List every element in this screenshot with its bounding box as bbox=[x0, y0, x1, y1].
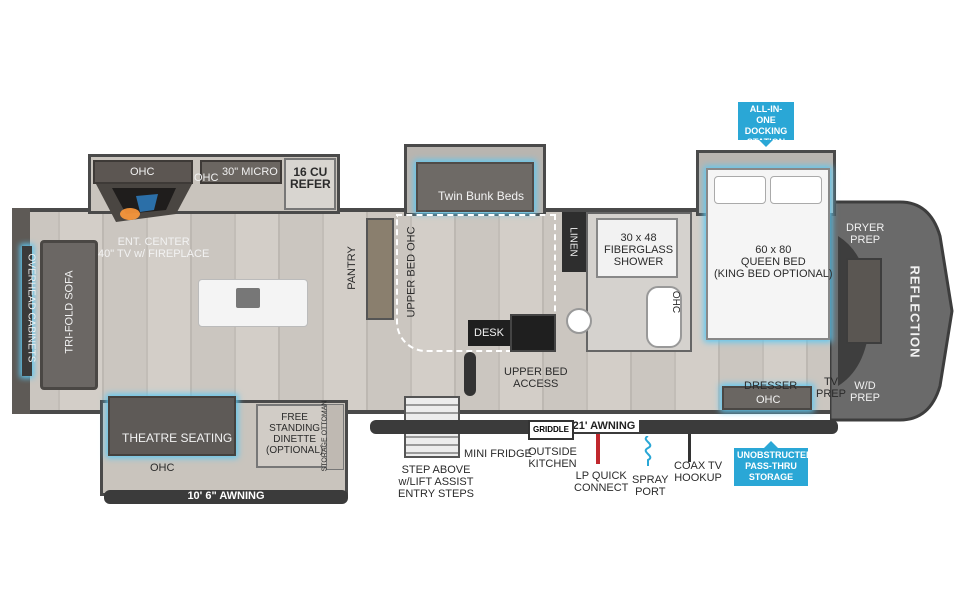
wd-prep-label: W/D PREP bbox=[850, 380, 880, 404]
upper-bed-access-label: UPPER BED ACCESS bbox=[504, 366, 568, 390]
theatre-seats bbox=[108, 396, 236, 456]
dinette-label: FREE STANDING DINETTE (OPTIONAL) bbox=[266, 412, 324, 456]
entry-door bbox=[464, 352, 476, 396]
spray-port-label: SPRAY PORT bbox=[632, 474, 669, 498]
twin-bunk-beds-label: Twin Bunk Beds bbox=[438, 189, 525, 203]
micro-label: 30" MICRO bbox=[222, 166, 278, 178]
dresser bbox=[722, 386, 812, 410]
pass-thru-storage-callout: UNOBSTRUCTED PASS-THRU STORAGE bbox=[734, 448, 813, 486]
spray-hose-icon bbox=[644, 436, 652, 466]
vanity-sink bbox=[646, 286, 682, 348]
sofa bbox=[40, 240, 98, 390]
ohc-top-cabinet bbox=[93, 160, 193, 184]
ohc-bath-label: OHC bbox=[670, 290, 682, 314]
lp-connector-icon bbox=[596, 434, 600, 464]
overhead-cabinets-label: OVERHEAD CABINETS bbox=[25, 253, 37, 363]
lp-quick-connect-label: LP QUICK CONNECT bbox=[574, 470, 629, 494]
sink-icon bbox=[236, 288, 260, 308]
griddle-label: GRIDDLE bbox=[533, 425, 569, 434]
brand-logo-text: REFLECTION bbox=[907, 265, 923, 359]
front-closet bbox=[846, 258, 882, 344]
linen-closet bbox=[562, 212, 586, 272]
ohc-top-label: OHC bbox=[130, 166, 155, 178]
step-label: STEP ABOVE w/LIFT ASSIST ENTRY STEPS bbox=[398, 464, 475, 500]
desk bbox=[468, 320, 512, 346]
coax-tv-label: COAX TV HOOKUP bbox=[674, 460, 723, 484]
refer-box bbox=[284, 158, 336, 210]
pantry-label: PANTRY bbox=[345, 246, 358, 290]
queen-bed-label: 60 x 80 QUEEN BED (KING BED OPTIONAL) bbox=[714, 244, 833, 280]
pass-thru-storage-pin bbox=[764, 441, 778, 448]
mini-fridge-label: MINI FRIDGE bbox=[464, 448, 532, 460]
theatre-seating-label: THEATRE SEATING bbox=[122, 431, 233, 445]
dresser-label: DRESSER bbox=[744, 380, 798, 392]
ohc-top2-label: OHC bbox=[194, 172, 219, 184]
docking-station-callout: ALL-IN-ONE DOCKING STATION bbox=[738, 102, 794, 147]
upper-bed-area bbox=[396, 214, 556, 352]
pillow-right bbox=[770, 176, 822, 204]
desk-label: DESK bbox=[474, 327, 504, 339]
refer-label: 16 CU REFER bbox=[290, 165, 331, 191]
outside-kitchen-label: OUTSIDE KITCHEN bbox=[528, 446, 577, 470]
docking-station-pin bbox=[759, 140, 773, 147]
tv-prep-label: TV PREP bbox=[816, 376, 846, 400]
shower-label: 30 x 48 FIBERGLASS SHOWER bbox=[604, 232, 674, 268]
toilet-icon bbox=[566, 308, 592, 334]
ent-center-label: ENT. CENTER 40" TV w/ FIREPLACE bbox=[98, 236, 210, 260]
tri-fold-sofa-label: TRI-FOLD SOFA bbox=[63, 270, 76, 354]
ohc-theatre-label: OHC bbox=[150, 462, 175, 474]
upper-bed-ohc-label: UPPER BED OHC bbox=[405, 226, 418, 318]
ottoman bbox=[326, 404, 344, 470]
ohc-dresser-label: OHC bbox=[756, 394, 781, 406]
range-area bbox=[200, 160, 282, 184]
coax-cable-icon bbox=[688, 434, 691, 462]
overhead-cabinets-strip bbox=[22, 246, 32, 376]
griddle: GRIDDLE bbox=[528, 420, 574, 440]
bookshelf bbox=[510, 314, 556, 352]
pantry-shelves bbox=[366, 218, 394, 320]
bunk-bed bbox=[416, 162, 534, 212]
ent-center-tv bbox=[96, 184, 192, 222]
shower-box bbox=[596, 218, 678, 278]
awning-rear-label: 10' 6" AWNING bbox=[187, 490, 265, 502]
awning-rear: 10' 6" AWNING bbox=[104, 490, 348, 504]
linen-label: LINEN bbox=[567, 227, 579, 257]
dryer-prep-label: DRYER PREP bbox=[846, 222, 885, 246]
awning-main: 21' AWNING bbox=[370, 420, 838, 434]
pillow-left bbox=[714, 176, 766, 204]
awning-main-label: 21' AWNING bbox=[568, 420, 640, 432]
storage-ottoman-label: STORAGE OTTOMAN bbox=[321, 400, 329, 472]
